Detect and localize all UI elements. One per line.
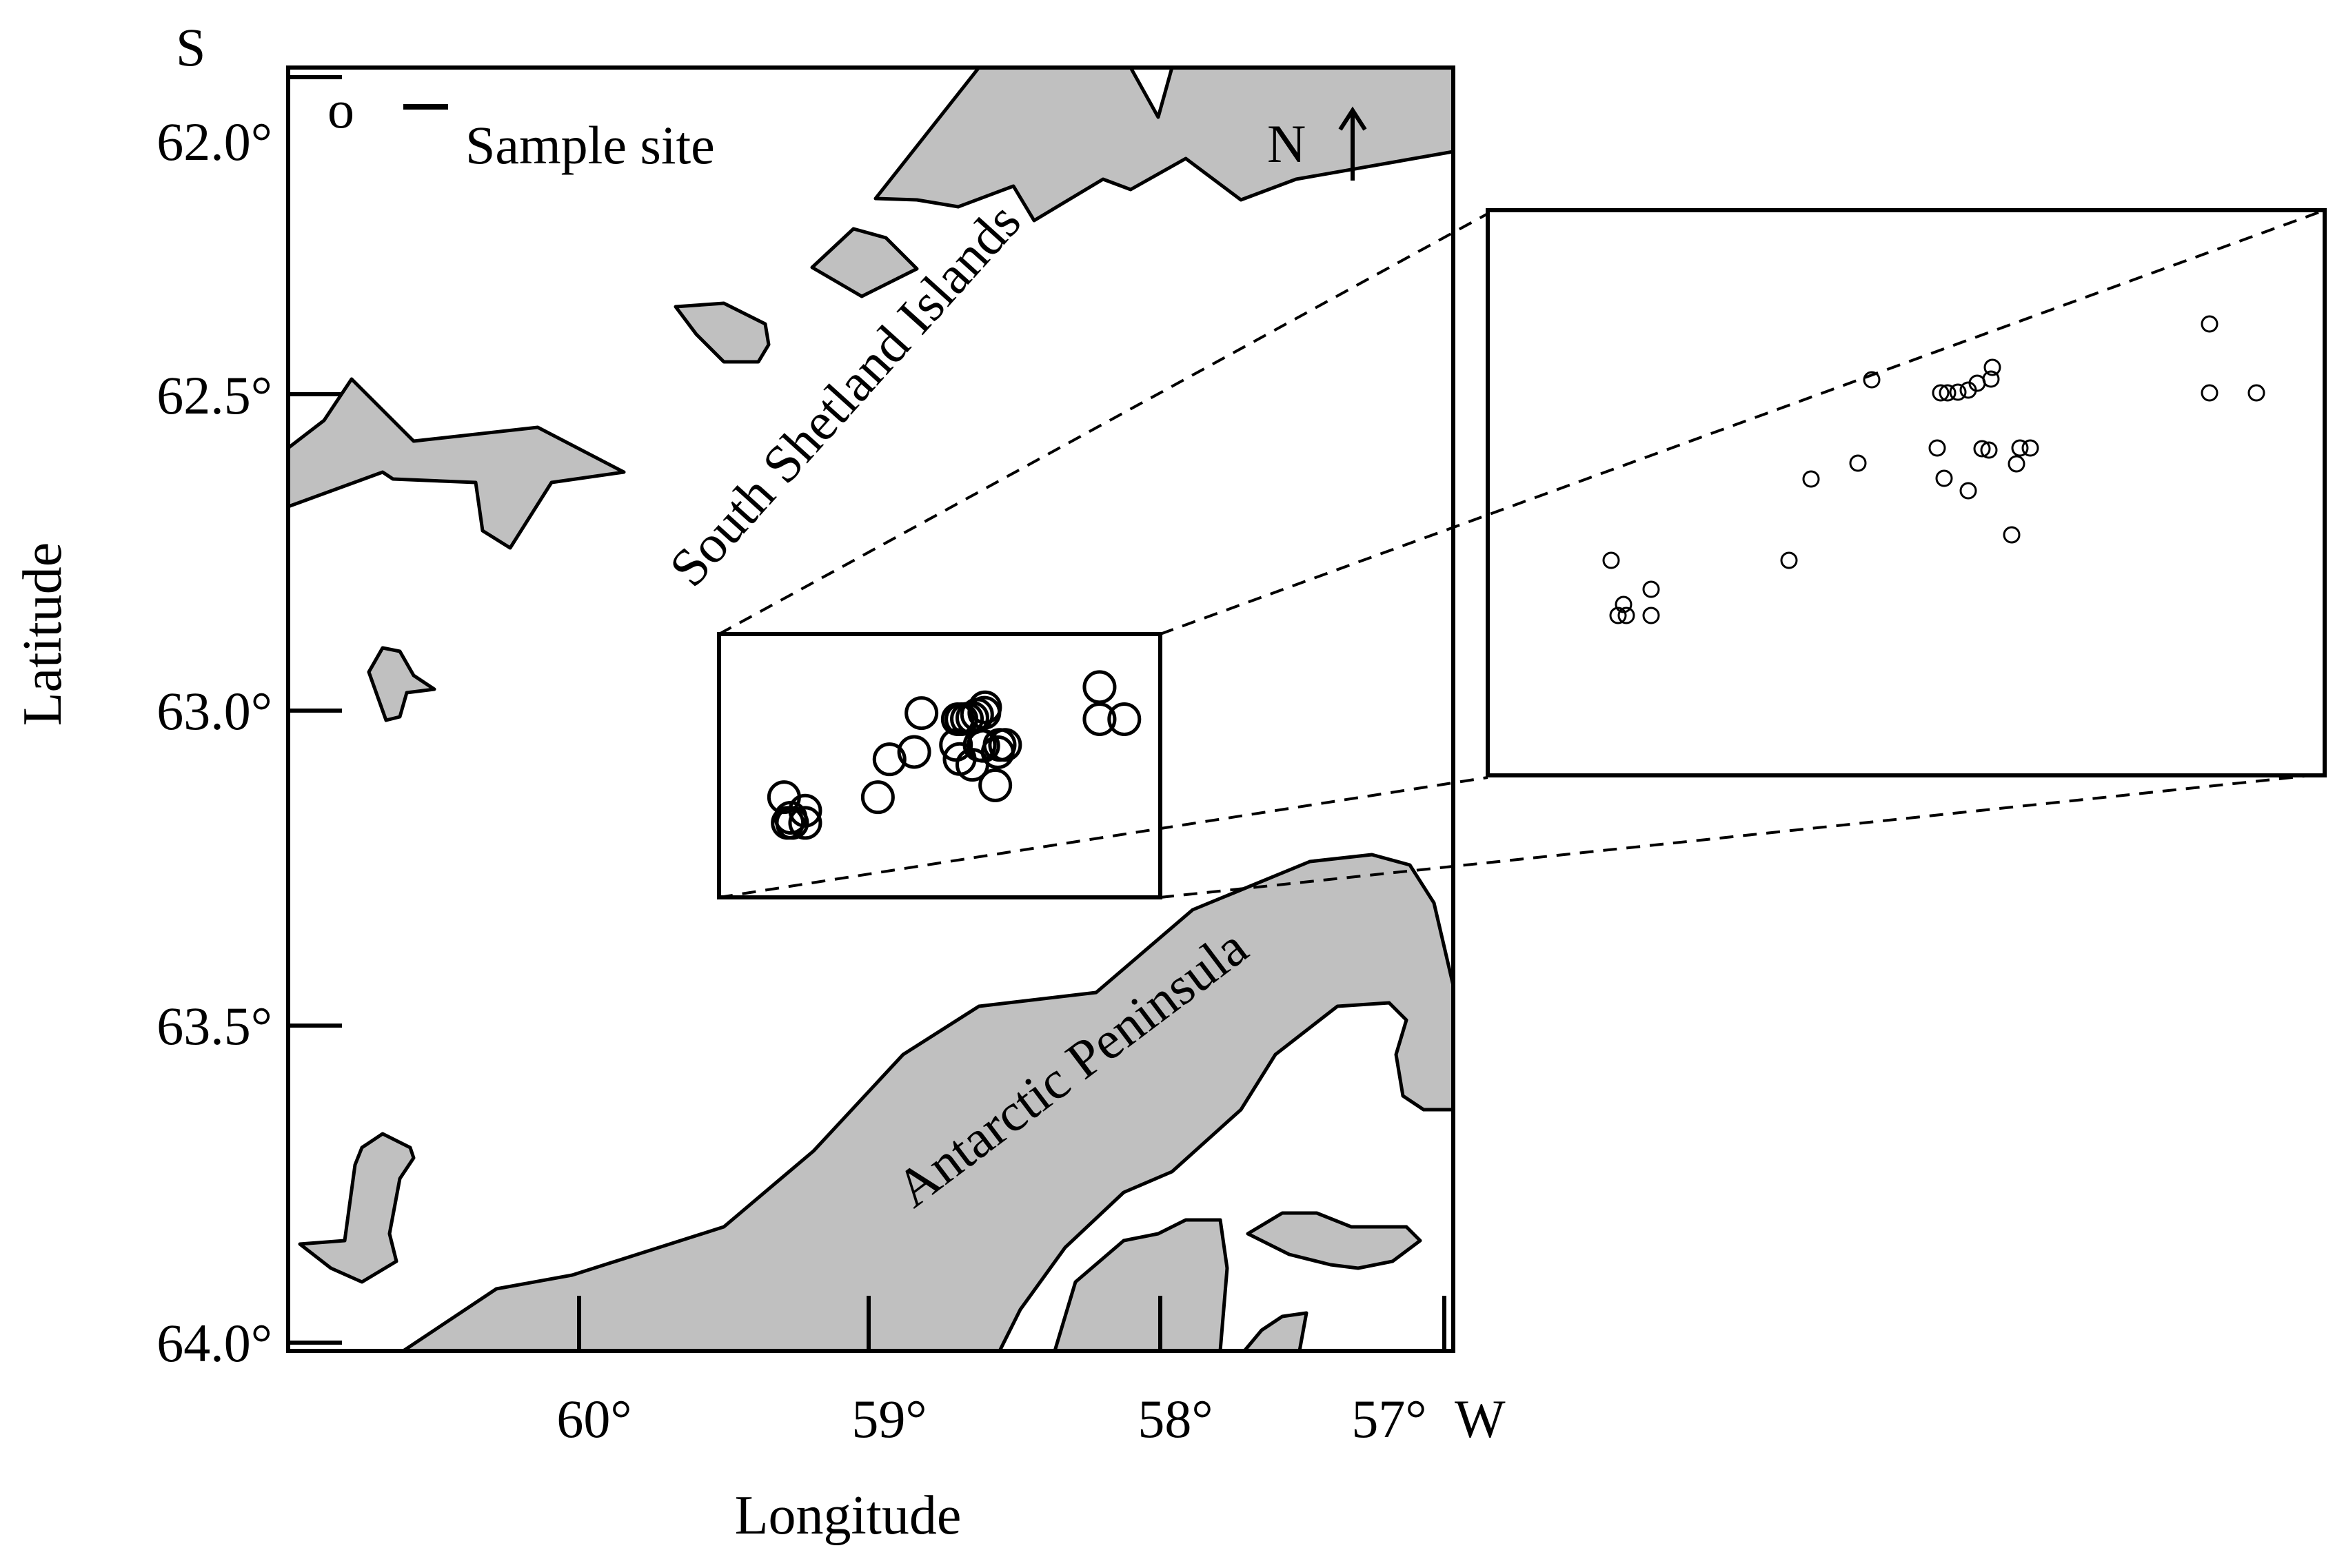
sample-site-marker [2008, 455, 2025, 473]
lon-tick-label: 60° [556, 1389, 631, 1449]
sample-site-marker [1082, 702, 1117, 736]
sample-site-marker [978, 768, 1013, 802]
north-arrow: N [1267, 106, 1367, 181]
x-axis-title: Longitude [735, 1485, 962, 1546]
lat-tick-label: 62.5° [156, 365, 272, 425]
landmass-shetland-main [873, 68, 1453, 223]
sample-site-marker [966, 729, 1000, 763]
landmass-shetland-west [288, 377, 626, 550]
zoom-inset-frame [1486, 208, 2327, 777]
lat-tick-label: 64.0° [156, 1313, 272, 1373]
sample-site-marker [1602, 551, 1620, 569]
y-axis-title: Latitude [12, 542, 73, 726]
sample-site-marker [1932, 384, 1950, 402]
landmass-south-islet-3 [1242, 1311, 1308, 1351]
sample-site-marker [1615, 595, 1633, 613]
landmass-south-islet-1 [1053, 1218, 1229, 1351]
sample-site-marker [2011, 439, 2029, 457]
connector-line [718, 776, 1488, 899]
sample-site-marker [788, 806, 822, 840]
north-label: N [1267, 114, 1306, 174]
sample-site-marker [1642, 580, 1660, 598]
lon-tick-label: 58° [1138, 1389, 1213, 1449]
sample-site-marker [2247, 384, 2265, 402]
sampling-area-box [717, 632, 1162, 899]
landmass-shetland-islet-2 [674, 301, 771, 364]
connector-line [718, 212, 1488, 635]
sample-site-marker [1980, 441, 1998, 459]
legend-symbol: o [327, 79, 354, 139]
lon-tick-label: 57° [1351, 1389, 1426, 1449]
lon-ticks [577, 1296, 1446, 1351]
sample-site-marker [1849, 454, 1867, 472]
sample-site-marker [1107, 702, 1142, 736]
sample-site-marker [872, 742, 907, 777]
landmass-small-island [367, 646, 436, 722]
sample-site-marker [1935, 469, 1953, 487]
lat-tick-label: 63.0° [156, 681, 272, 741]
landmass-antarctic-peninsula [401, 853, 1453, 1351]
sample-site-marker [1082, 670, 1117, 704]
north-arrow-head [1338, 106, 1367, 131]
sample-site-marker [1928, 439, 1946, 457]
sample-site-marker [2201, 384, 2218, 402]
sample-site-marker [2201, 315, 2218, 333]
sample-site-marker [860, 780, 895, 815]
sample-site-marker [1802, 470, 1820, 488]
sample-site-marker [968, 690, 1002, 724]
sample-site-marker [1780, 551, 1798, 569]
sample-site-marker [1642, 607, 1660, 624]
sample-site-marker [1982, 370, 2000, 388]
sample-site-marker [988, 728, 1022, 762]
sample-site-marker [1949, 383, 1967, 401]
sample-site-marker [775, 806, 809, 840]
landmass-west-island [298, 1132, 416, 1284]
connector-line [1160, 773, 2325, 899]
sample-site-marker [1609, 607, 1627, 624]
sample-sites-zoom [1602, 315, 2265, 624]
lat-tick-label: 63.5° [156, 996, 272, 1056]
sample-site-marker [788, 793, 822, 828]
land-layer [288, 68, 1453, 1351]
sample-site-marker [1983, 358, 2001, 376]
zoom-connectors [718, 209, 2325, 899]
landmass-south-islet-2 [1246, 1211, 1422, 1270]
sample-site-marker [897, 735, 931, 769]
lat-tick-label: 62.0° [156, 112, 272, 172]
sample-site-marker [1959, 482, 1977, 500]
sample-site-marker [1973, 440, 1991, 458]
sample-site-marker [2021, 439, 2039, 457]
sample-site-marker [1863, 371, 1881, 389]
sample-site-marker [904, 696, 939, 731]
lon-tick-label: 59° [851, 1389, 927, 1449]
sample-site-marker [1939, 384, 1957, 402]
sample-site-marker [2003, 526, 2021, 544]
connector-line [1160, 209, 2325, 635]
sample-sites-main [767, 670, 1142, 840]
lat-hemisphere-label: S [176, 17, 205, 77]
lat-ticks [288, 75, 342, 1345]
sample-site-marker [1617, 607, 1635, 624]
landmass-shetland-islet-1 [810, 227, 919, 298]
legend: o Sample site [327, 79, 715, 175]
lon-suffix-label: W [1455, 1389, 1506, 1449]
legend-label: Sample site [465, 115, 715, 175]
